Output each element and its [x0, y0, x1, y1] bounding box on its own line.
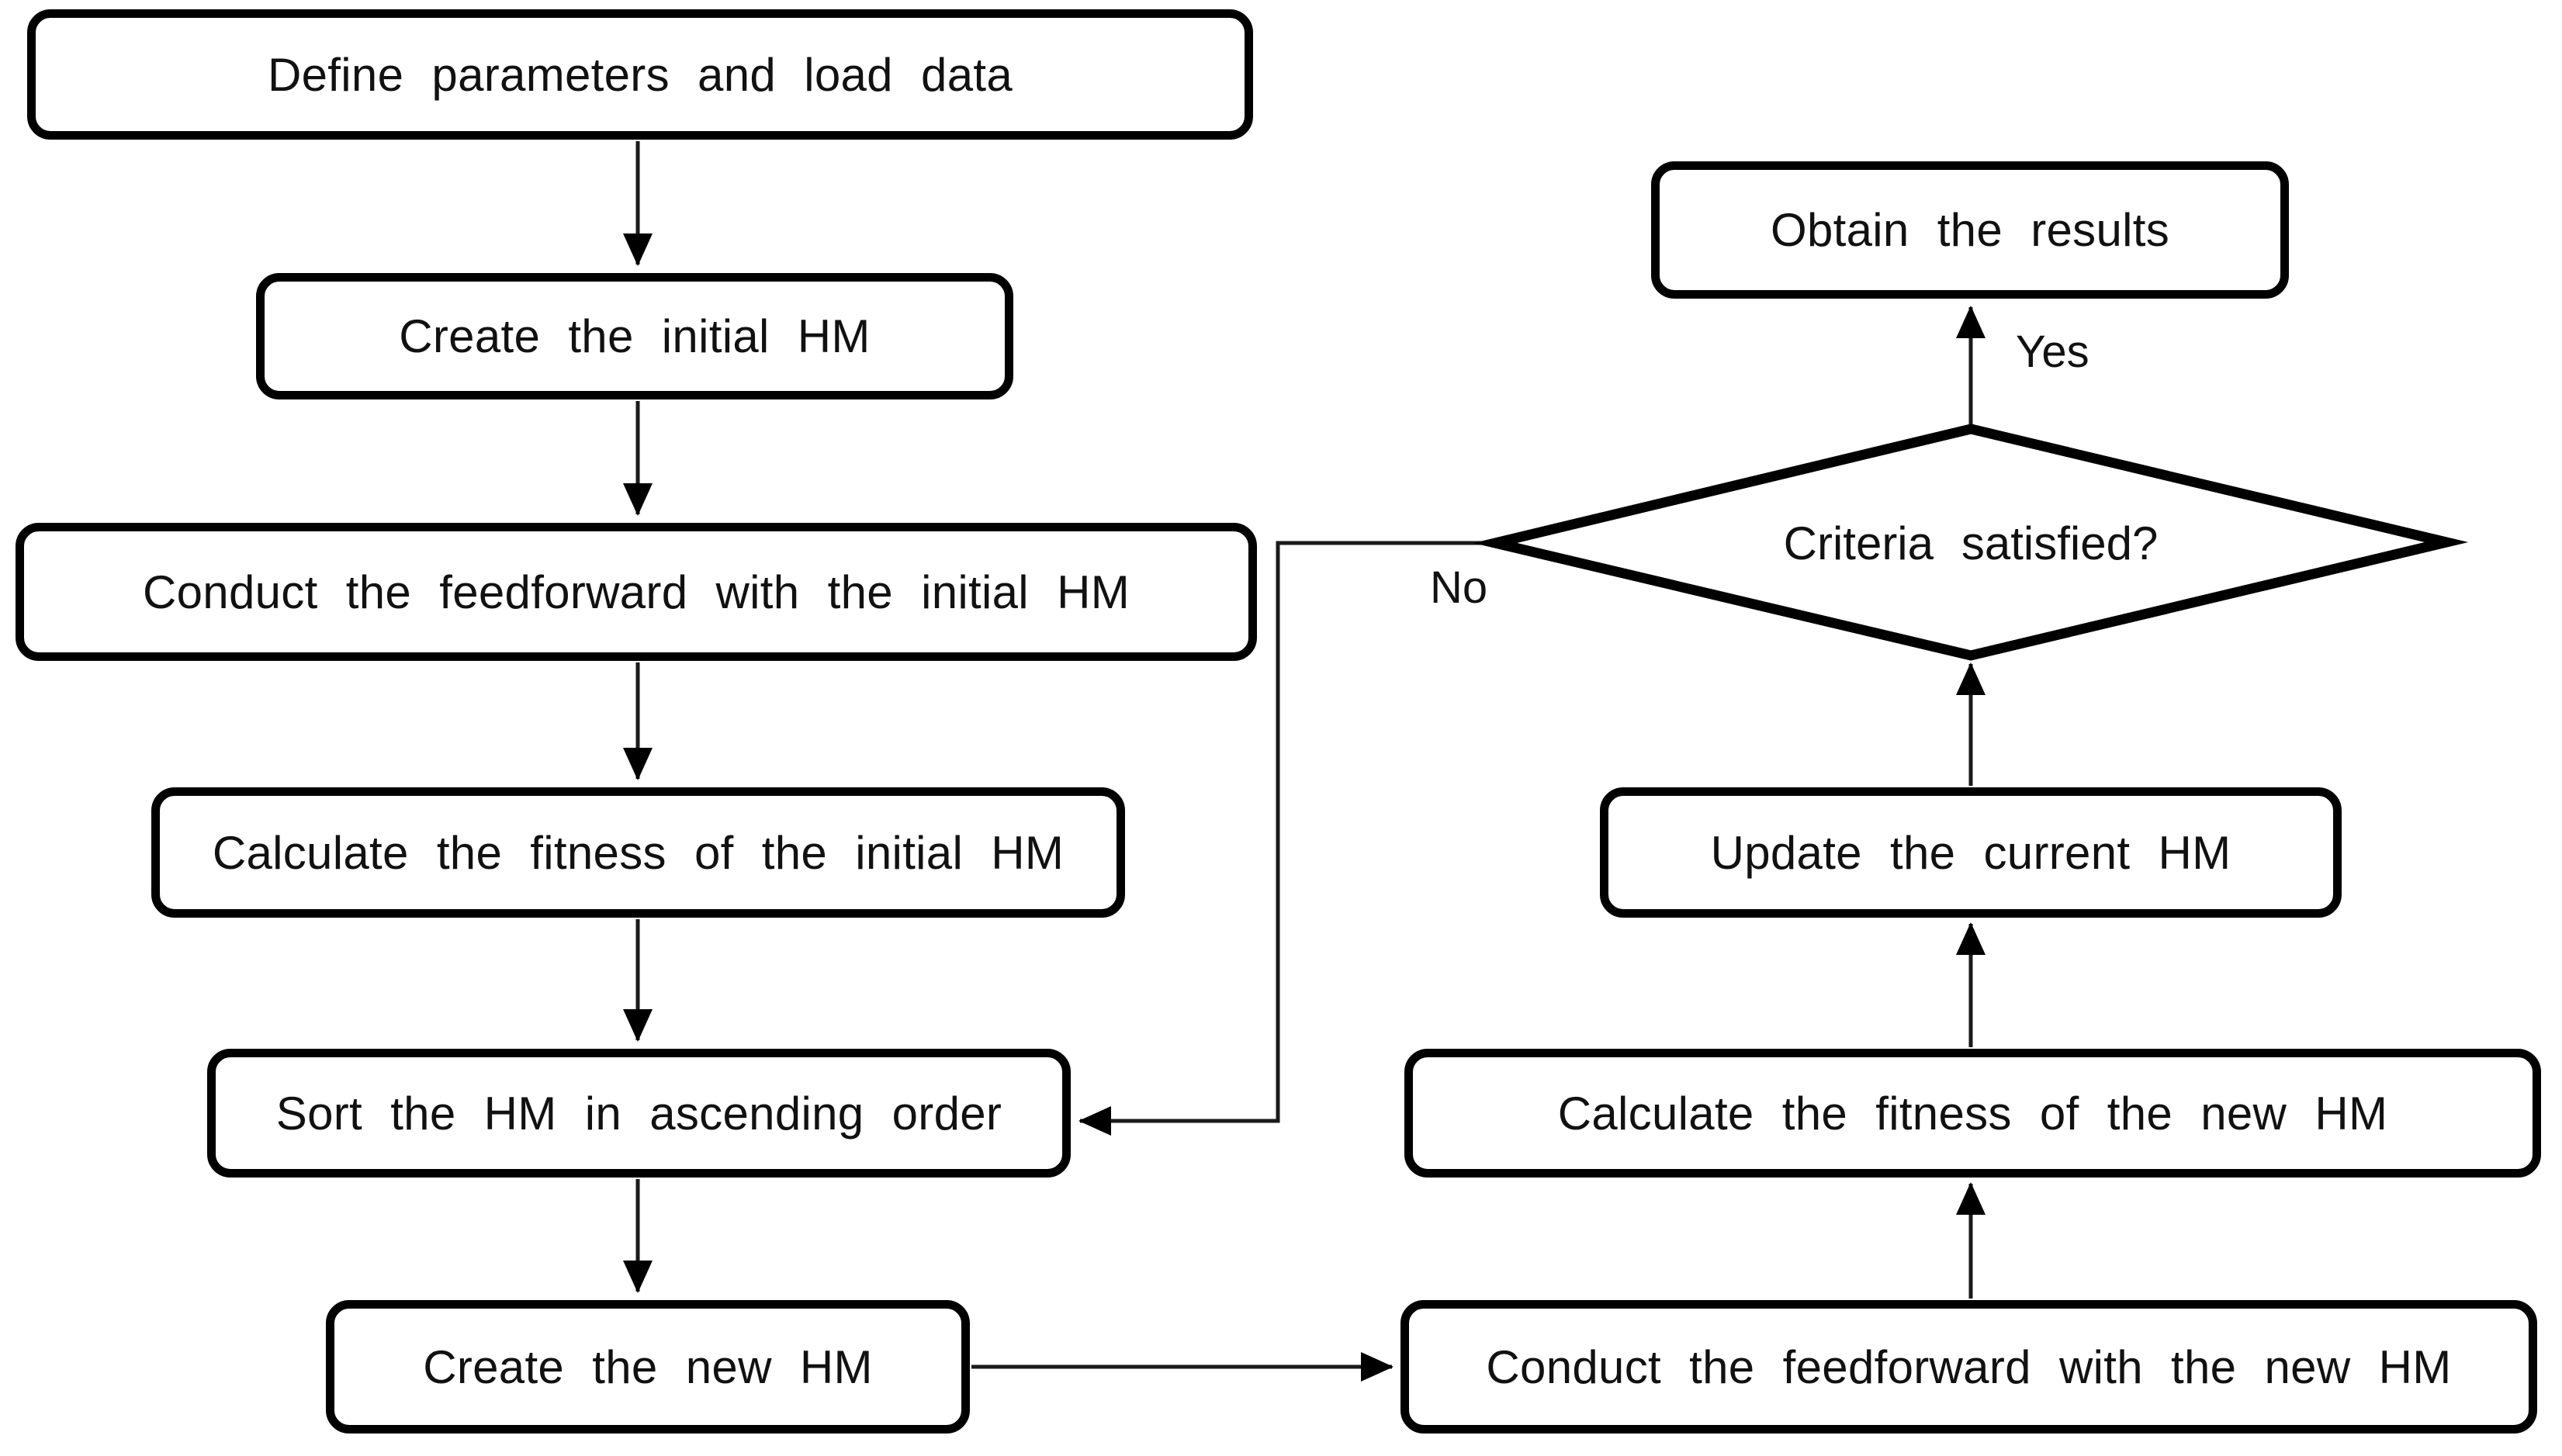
node-create-initial-hm: Create the initial HM: [256, 273, 1013, 399]
node-define-parameters: Define parameters and load data: [27, 9, 1253, 140]
node-fitness-new-hm-label: Calculate the fitness of the new HM: [1557, 1087, 2388, 1140]
node-sort-hm-label: Sort the HM in ascending order: [275, 1087, 1002, 1140]
node-fitness-initial-hm-label: Calculate the fitness of the initial HM: [212, 826, 1065, 879]
edge-label-yes: Yes: [2016, 327, 2089, 377]
node-update-current-hm-label: Update the current HM: [1710, 826, 2231, 879]
node-obtain-results-label: Obtain the results: [1770, 204, 2170, 256]
node-create-new-hm-label: Create the new HM: [423, 1340, 873, 1393]
node-obtain-results: Obtain the results: [1651, 161, 2289, 299]
edge-label-no: No: [1430, 562, 1488, 613]
node-feedforward-new-hm-label: Conduct the feedforward with the new HM: [1486, 1340, 2452, 1393]
node-feedforward-new-hm: Conduct the feedforward with the new HM: [1400, 1300, 2537, 1434]
node-create-new-hm: Create the new HM: [326, 1300, 970, 1434]
node-create-initial-hm-label: Create the initial HM: [399, 310, 871, 362]
node-define-parameters-label: Define parameters and load data: [268, 48, 1013, 101]
node-feedforward-initial-hm: Conduct the feedforward with the initial…: [16, 523, 1257, 661]
node-fitness-new-hm: Calculate the fitness of the new HM: [1404, 1049, 2541, 1178]
node-update-current-hm: Update the current HM: [1600, 787, 2342, 918]
arrow-criteria-no-to-sort: [1078, 541, 1495, 1136]
node-fitness-initial-hm: Calculate the fitness of the initial HM: [151, 787, 1125, 918]
node-feedforward-initial-hm-label: Conduct the feedforward with the initial…: [143, 565, 1130, 618]
node-sort-hm: Sort the HM in ascending order: [207, 1049, 1071, 1178]
decision-diamond-criteria: [1473, 424, 2469, 661]
node-criteria-satisfied-label: Criteria satisfied?: [1783, 517, 2159, 569]
